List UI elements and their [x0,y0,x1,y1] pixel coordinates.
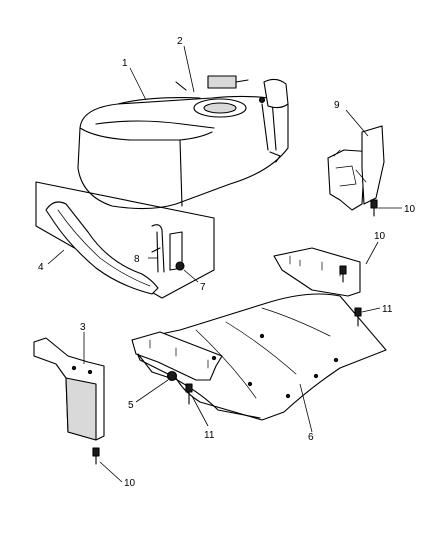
leader-9 [345,109,369,137]
bolt-10-lower [92,447,100,465]
callout-4: 4 [38,262,44,273]
leader-6 [299,383,313,433]
leader-5 [135,379,169,403]
callout-6: 6 [308,432,314,443]
callout-10-skid: 10 [374,231,386,242]
leader-7 [183,269,199,283]
callout-7: 7 [200,282,206,293]
fuel-tank [77,75,289,210]
leader-11b [191,395,209,427]
leader-1 [129,67,147,101]
callout-10-lower: 10 [124,478,136,489]
callout-3: 3 [80,322,86,333]
strap-bolt [151,224,165,273]
leader-10c [99,461,123,483]
callout-9: 9 [334,100,340,111]
callout-11-left: 11 [204,430,215,441]
callout-1: 1 [122,58,128,69]
skid-plate [131,293,387,421]
right-upper-bracket [327,125,385,211]
strap-detail-box [35,181,215,299]
callout-2: 2 [177,36,183,47]
callout-11-right: 11 [382,304,393,315]
bolt-10-skid [339,265,347,283]
skid-plate-left-bracket [131,331,223,381]
strap-nut [175,261,185,271]
tank-strap [45,201,159,295]
callout-5: 5 [128,400,134,411]
skid-plate-upper-bracket [273,247,361,297]
callout-10-upper: 10 [404,204,416,215]
leader-4 [47,249,65,265]
bolt-10-upper [370,199,378,217]
leader-11a [361,307,381,313]
leader-lines [47,45,402,483]
bolt-11-left [185,383,193,405]
callouts: 1 2 9 10 4 8 7 10 11 3 5 11 6 10 [38,36,416,489]
bolt-11-right [354,307,362,327]
leader-10b [365,241,379,265]
skid-plate-holes [211,333,339,399]
nut-5 [166,370,178,382]
left-lower-bracket [33,337,105,441]
leader-2 [183,45,195,93]
callout-8: 8 [134,254,140,265]
